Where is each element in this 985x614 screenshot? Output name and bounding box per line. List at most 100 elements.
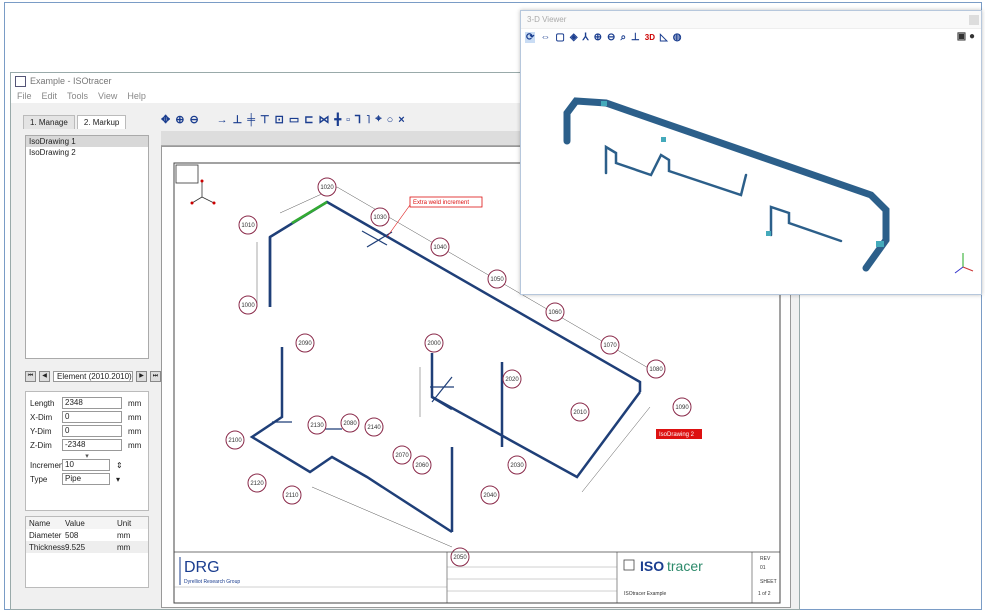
next-button[interactable]: ▶: [136, 371, 147, 382]
svg-text:2040: 2040: [483, 493, 497, 499]
first-button[interactable]: ⏮: [25, 371, 36, 382]
node-bubble: 2030: [507, 455, 527, 475]
bend-icon[interactable]: ╋: [334, 114, 342, 126]
ydim-input[interactable]: 0: [62, 425, 122, 437]
svg-text:1030: 1030: [373, 215, 387, 221]
delete-icon[interactable]: ×: [398, 113, 405, 126]
cell: mm: [117, 542, 131, 552]
close-icon[interactable]: [969, 15, 979, 25]
rotate-icon[interactable]: ⟳: [525, 31, 536, 43]
drg-logo: DRG: [184, 559, 220, 576]
fit-icon[interactable]: ▢: [555, 31, 565, 43]
trace-icon[interactable]: ⌖: [375, 113, 382, 125]
node-bubble: 1020: [317, 177, 337, 197]
axes-icon[interactable]: ⅄: [582, 31, 589, 43]
svg-text:2140: 2140: [367, 425, 381, 431]
chevron-down-icon[interactable]: ▾: [116, 474, 121, 484]
ydim-label: Y-Dim: [30, 426, 52, 436]
viewer-titlebar: 3-D Viewer: [521, 11, 981, 29]
svg-text:1050: 1050: [490, 277, 504, 283]
svg-text:2070: 2070: [395, 453, 409, 459]
zoom-out-icon[interactable]: ⊖: [189, 114, 199, 126]
flange-icon[interactable]: ╪: [247, 113, 256, 126]
table-row[interactable]: Diameter 508 mm: [26, 529, 148, 541]
tab-markup[interactable]: 2. Markup: [76, 115, 127, 129]
svg-text:2030: 2030: [510, 463, 524, 469]
viewer-title: 3-D Viewer: [527, 15, 567, 24]
drawing-border: [173, 162, 781, 604]
list-item[interactable]: IsoDrawing 2: [29, 148, 76, 157]
markup-toolbar: ✥ ⊕ ⊖ → ⊥ ╪ ⊤ ⊡ ▭ ⊏ ⋈ ╋ ▫ ⅂ ˥ ⌖ ○ ×: [161, 113, 405, 126]
spinner-arrows-icon[interactable]: ⇕: [116, 460, 123, 470]
left-panel: IsoDrawing 1 IsoDrawing 2 ⏮ ◀ Element (2…: [23, 131, 161, 601]
dimension-icon[interactable]: ⊥: [631, 31, 640, 43]
zoom-fit-icon[interactable]: ⌕: [620, 31, 627, 43]
list-item[interactable]: IsoDrawing 1: [26, 136, 148, 147]
last-button[interactable]: ⏭: [150, 371, 161, 382]
angle2-icon[interactable]: ˥: [366, 113, 371, 126]
menu-help[interactable]: Help: [127, 91, 146, 101]
isometric-drawing: 1020 1030 1040 1050 1060 1070 1010 1000 …: [173, 162, 781, 604]
prev-button[interactable]: ◀: [39, 371, 50, 382]
length-input[interactable]: 2348: [62, 397, 122, 409]
line-icon[interactable]: →: [216, 113, 228, 126]
xdim-input[interactable]: 0: [62, 411, 122, 423]
node-bubble: 1060: [545, 302, 565, 322]
xdim-unit: mm: [128, 412, 142, 422]
svg-text:2080: 2080: [343, 421, 357, 427]
table-row[interactable]: Thickness 9.525 mm: [26, 541, 148, 553]
zdim-input[interactable]: -2348: [62, 439, 122, 451]
tee-icon[interactable]: ⊏: [304, 114, 314, 126]
camera-icon[interactable]: ▣: [956, 31, 967, 42]
viewer-toolbar: ⟳ ⇔ ▢ ◈ ⅄ ⊕ ⊖ ⌕ ⊥ 3D ◺ ◍: [521, 29, 981, 45]
3d-axis-triad-icon: [954, 253, 974, 274]
example-name: ISOtracer Example: [624, 591, 666, 597]
svg-text:2110: 2110: [286, 493, 300, 499]
cap-icon[interactable]: ▫: [346, 113, 351, 126]
reducer-icon[interactable]: ▭: [288, 114, 300, 126]
tab-manage[interactable]: 1. Manage: [23, 115, 75, 129]
target-icon[interactable]: ◈: [569, 31, 578, 43]
menu-view[interactable]: View: [98, 91, 118, 101]
valve-icon[interactable]: ⊥: [232, 114, 243, 126]
svg-text:1000: 1000: [241, 303, 255, 309]
attribute-table: Name Value Unit Diameter 508 mm Thicknes…: [25, 516, 149, 588]
zdim-label: Z-Dim: [30, 440, 52, 450]
zoom-in-icon[interactable]: ⊕: [175, 114, 185, 126]
type-select[interactable]: Pipe: [62, 473, 110, 485]
3d-icon[interactable]: 3D: [644, 32, 655, 42]
elbow-icon[interactable]: ⋈: [318, 114, 330, 126]
cell: Diameter: [29, 530, 62, 540]
increment-spinner[interactable]: 10: [62, 459, 110, 471]
element-label: Element (2010.2010): [53, 371, 133, 382]
zoom-in-icon[interactable]: ⊕: [593, 31, 603, 43]
type-label: Type: [30, 474, 48, 484]
ring-icon[interactable]: ○: [386, 113, 394, 126]
measure-icon[interactable]: ◺: [660, 31, 668, 43]
pan-icon[interactable]: ✥: [161, 114, 171, 126]
sheet-value: 1 of 2: [758, 591, 771, 597]
pan-icon[interactable]: ⇔: [540, 31, 551, 43]
node-bubble: 1070: [600, 335, 620, 355]
settings-icon[interactable]: ●: [968, 31, 975, 42]
viewer-window: 3-D Viewer ⟳ ⇔ ▢ ◈ ⅄ ⊕ ⊖ ⌕ ⊥ 3D ◺ ◍ ▣ ●: [520, 10, 982, 295]
menu-file[interactable]: File: [17, 91, 32, 101]
globe-icon[interactable]: ◍: [672, 31, 682, 43]
node-bubble: 2040: [480, 485, 500, 505]
cell: Thickness: [29, 542, 66, 552]
header-value: Value: [65, 518, 85, 528]
svg-text:1020: 1020: [320, 185, 334, 191]
length-label: Length: [30, 398, 55, 408]
menu-edit[interactable]: Edit: [41, 91, 58, 101]
menu-tools[interactable]: Tools: [67, 91, 89, 101]
support-icon[interactable]: ⊤: [260, 114, 270, 126]
node-bubble: 2070: [392, 445, 412, 465]
node-bubble: 1010: [238, 215, 258, 235]
3d-model-view[interactable]: [521, 45, 981, 295]
zdim-unit: mm: [128, 440, 142, 450]
splitter-icon[interactable]: ▾: [85, 453, 89, 460]
angle-icon[interactable]: ⅂: [355, 114, 362, 126]
sheet-label: SHEET: [760, 579, 777, 585]
weld-icon[interactable]: ⊡: [274, 114, 284, 126]
zoom-out-icon[interactable]: ⊖: [607, 31, 616, 43]
